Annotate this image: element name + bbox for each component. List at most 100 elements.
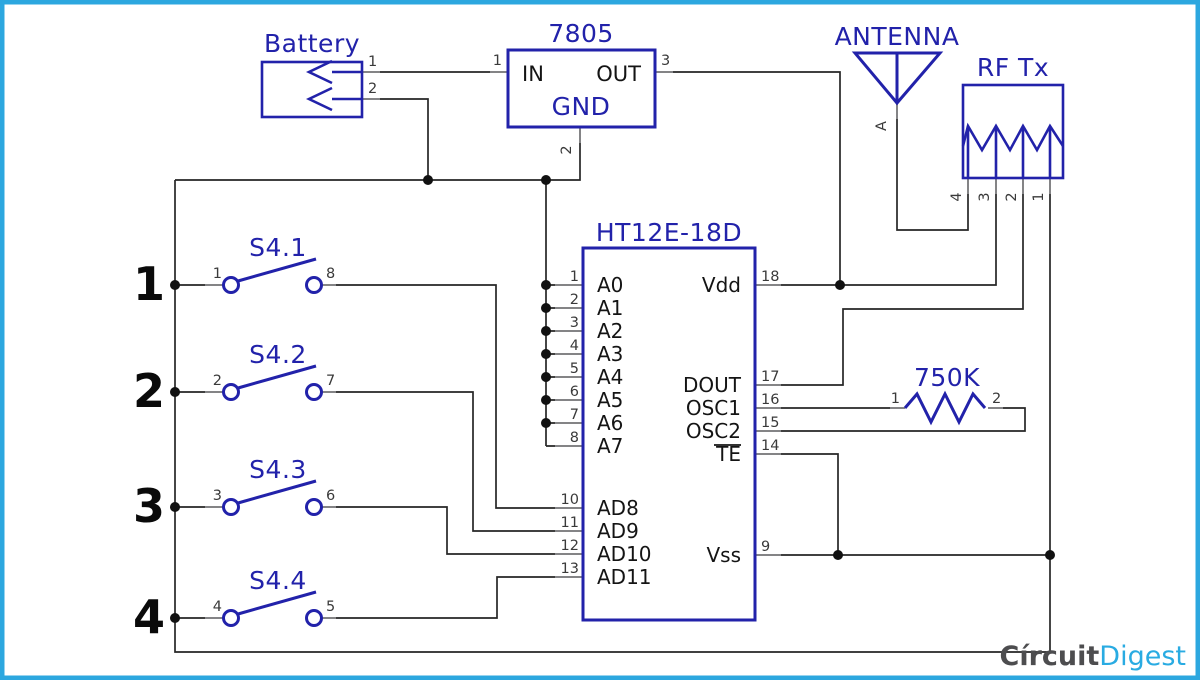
switch-s4-3-pinleft: 3 bbox=[213, 488, 222, 504]
ic-pin-vdd: Vdd bbox=[702, 273, 741, 297]
battery-pin2-number: 2 bbox=[368, 81, 377, 97]
ic-pin-ad10: AD10 bbox=[597, 542, 652, 566]
switch-s4-2-lever bbox=[237, 364, 317, 390]
resistor-pin1-number: 1 bbox=[891, 391, 900, 407]
switch-s4-1-pole bbox=[222, 276, 240, 294]
logo-part2: Digest bbox=[1099, 641, 1186, 672]
rf-tx-pin-bars bbox=[966, 126, 1052, 178]
row-number-2: 2 bbox=[133, 364, 165, 418]
ic-pinnum-12: 12 bbox=[561, 538, 579, 554]
rf-tx-pin2-number: 2 bbox=[1004, 192, 1020, 201]
regulator-pin1-number: 1 bbox=[493, 53, 502, 69]
switch-s4-3: 3 S4.3 3 6 bbox=[133, 455, 335, 533]
wire-net-osc2 bbox=[755, 407, 1026, 432]
ic-pin-a1: A1 bbox=[597, 296, 623, 320]
ic-pin-osc2: OSC2 bbox=[686, 419, 741, 443]
ic-body bbox=[581, 246, 757, 622]
logo-part1: Círcuit bbox=[1000, 641, 1100, 672]
rf-tx-pin1-number: 1 bbox=[1031, 192, 1047, 201]
ic-pin-a7: A7 bbox=[597, 434, 623, 458]
ic-title: HT12E-18D bbox=[596, 218, 742, 247]
ic-pinnum-1: 1 bbox=[570, 269, 579, 285]
switch-s4-2-pinleft: 2 bbox=[213, 373, 222, 389]
pin-leads bbox=[205, 71, 1051, 619]
wire-net-ad8 bbox=[322, 284, 583, 509]
switch-s4-1-label: S4.1 bbox=[249, 233, 307, 262]
switch-s4-1-pinright: 8 bbox=[326, 266, 335, 282]
ic-pin-te: TE bbox=[715, 442, 741, 466]
junction-dots bbox=[170, 175, 1055, 623]
resistor-zigzag bbox=[903, 390, 987, 426]
switch-s4-2-label: S4.2 bbox=[249, 340, 307, 369]
ic-pinnum-9: 9 bbox=[761, 539, 770, 555]
regulator-title: 7805 bbox=[548, 19, 614, 48]
ic-pinnum-18: 18 bbox=[761, 269, 779, 285]
rf-tx-module: RF Tx 4 3 2 1 bbox=[949, 53, 1065, 202]
switch-s4-1-throw bbox=[305, 276, 323, 294]
ic-pinnum-4: 4 bbox=[570, 338, 579, 354]
ic-pinnum-14: 14 bbox=[761, 438, 779, 454]
ic-pin-a2: A2 bbox=[597, 319, 623, 343]
regulator-in-label: IN bbox=[522, 62, 544, 86]
ic-pin-ad11: AD11 bbox=[597, 565, 652, 589]
antenna-label: ANTENNA bbox=[835, 22, 960, 51]
battery-label: Battery bbox=[264, 29, 360, 58]
switch-s4-2-pole bbox=[222, 383, 240, 401]
ic-pin-ad8: AD8 bbox=[597, 496, 639, 520]
ic-pin-a0: A0 bbox=[597, 273, 623, 297]
wire-net-ad10 bbox=[322, 506, 583, 555]
ic-pinnum-11: 11 bbox=[561, 515, 579, 531]
encoder-ic: HT12E-18D A0 A1 A2 A3 A4 A5 A6 A7 AD8 AD… bbox=[561, 218, 779, 622]
switch-s4-3-pinright: 6 bbox=[326, 488, 335, 504]
ic-pin-osc1: OSC1 bbox=[686, 396, 741, 420]
switch-s4-4-throw bbox=[305, 609, 323, 627]
ic-pinnum-2: 2 bbox=[570, 292, 579, 308]
ic-pinnum-10: 10 bbox=[561, 492, 579, 508]
rf-tx-label: RF Tx bbox=[977, 53, 1049, 82]
switch-s4-2: 2 S4.2 2 7 bbox=[133, 340, 335, 418]
rf-tx-body bbox=[961, 83, 1065, 180]
wire-net-dout bbox=[755, 178, 1024, 386]
switch-s4-1-lever bbox=[237, 257, 317, 283]
switch-s4-4: 4 S4.4 4 5 bbox=[133, 566, 335, 644]
resistor-pin2-number: 2 bbox=[992, 391, 1001, 407]
battery-symbol: Battery 1 2 bbox=[260, 29, 377, 119]
antenna-pin-label: A bbox=[874, 121, 890, 131]
circuitdigest-logo: CírcuitDigest bbox=[1000, 641, 1186, 672]
regulator-gnd-label: GND bbox=[552, 92, 611, 121]
switch-s4-3-label: S4.3 bbox=[249, 455, 307, 484]
switch-s4-4-pole bbox=[222, 609, 240, 627]
ic-pin-a5: A5 bbox=[597, 388, 623, 412]
switch-s4-3-throw bbox=[305, 498, 323, 516]
ic-pinnum-5: 5 bbox=[570, 361, 579, 377]
logo-text: CírcuitDigest bbox=[1000, 641, 1186, 672]
regulator-7805: 7805 IN OUT GND 1 3 2 bbox=[493, 19, 670, 155]
row-number-1: 1 bbox=[133, 257, 165, 311]
ic-pinnum-15: 15 bbox=[761, 415, 779, 431]
antenna-symbol: ANTENNA A bbox=[835, 22, 960, 131]
switch-s4-3-pole bbox=[222, 498, 240, 516]
regulator-body bbox=[506, 48, 657, 129]
switch-s4-2-throw bbox=[305, 383, 323, 401]
ic-pin-a6: A6 bbox=[597, 411, 623, 435]
ic-pinnum-13: 13 bbox=[561, 561, 579, 577]
switch-s4-4-lever bbox=[237, 590, 317, 616]
battery-contacts bbox=[305, 59, 361, 112]
resistor-750k: 750K 1 2 bbox=[891, 363, 1001, 426]
regulator-out-label: OUT bbox=[596, 62, 641, 86]
row-number-4: 4 bbox=[133, 590, 165, 644]
ic-pinnum-16: 16 bbox=[761, 392, 779, 408]
regulator-pin2-number: 2 bbox=[559, 145, 575, 154]
resistor-label: 750K bbox=[914, 363, 980, 392]
wire-net-ad9 bbox=[322, 391, 583, 532]
row-number-3: 3 bbox=[133, 479, 165, 533]
ic-pin-a4: A4 bbox=[597, 365, 623, 389]
rf-tx-zigzag bbox=[961, 122, 1065, 153]
ic-pinnum-3: 3 bbox=[570, 315, 579, 331]
switch-s4-1: 1 S4.1 1 8 bbox=[133, 233, 335, 311]
ic-pin-a3: A3 bbox=[597, 342, 623, 366]
